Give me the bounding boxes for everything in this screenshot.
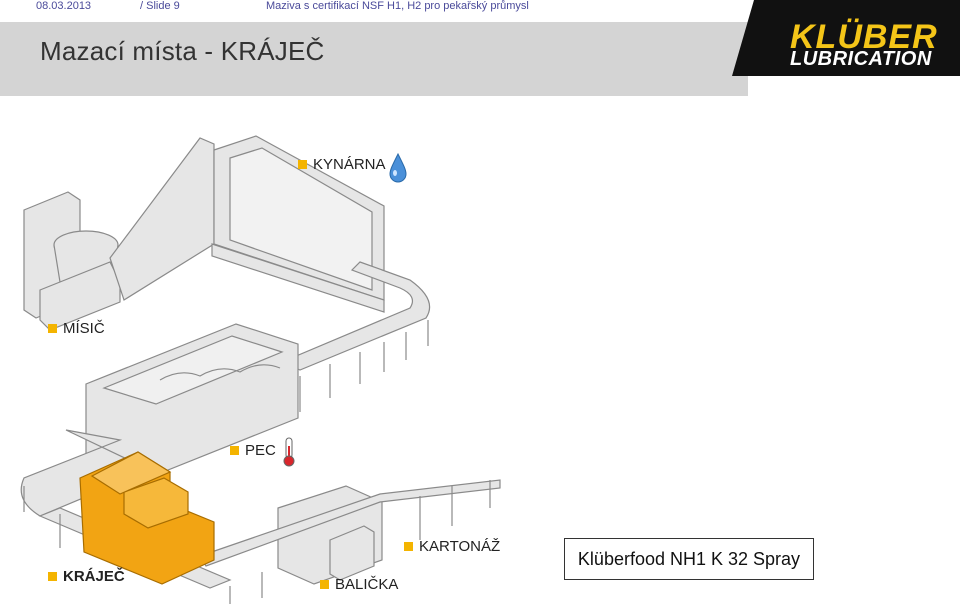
header-background (0, 22, 748, 96)
proofer-machine (109, 135, 385, 313)
label-krajec: KRÁJEČ (48, 568, 125, 585)
label-kartonaz: KARTONÁŽ (404, 538, 500, 555)
header: Mazací místa - KRÁJEČ (0, 22, 960, 98)
packing-machine (199, 479, 501, 585)
mixer-machine (23, 191, 121, 331)
lubrication-logo: LUBRICATION (790, 48, 932, 70)
thermometer-icon (283, 437, 295, 467)
label-kartonaz-text: KARTONÁŽ (419, 538, 501, 555)
label-misic: MÍSIČ (48, 320, 105, 337)
slide-number: / Slide 9 (140, 0, 180, 12)
marker-icon (298, 160, 307, 169)
label-kynarna-text: KYNÁRNA (313, 156, 386, 173)
label-pec-text: PEC (245, 442, 276, 459)
marker-icon (320, 580, 329, 589)
water-drop-icon (389, 152, 407, 183)
marker-icon (48, 324, 57, 333)
product-name-box: Klüberfood NH1 K 32 Spray (564, 538, 814, 580)
oven-machine (85, 323, 299, 479)
label-kynarna: KYNÁRNA (298, 156, 386, 173)
marker-icon (48, 572, 57, 581)
label-krajec-text: KRÁJEČ (63, 568, 125, 585)
slicer-machine-highlight (79, 451, 215, 585)
label-balicka: BALIČKA (320, 576, 398, 593)
presentation-subtitle: Maziva s certifikací NSF H1, H2 pro peka… (266, 0, 529, 12)
logo-background (732, 0, 960, 76)
marker-icon (230, 446, 239, 455)
page-title: Mazací místa - KRÁJEČ (40, 36, 325, 66)
label-misic-text: MÍSIČ (63, 320, 105, 337)
label-balicka-text: BALIČKA (335, 576, 399, 593)
kluber-logo: KLÜBER (790, 18, 938, 56)
marker-icon (404, 542, 413, 551)
top-bar: 08.03.2013 / Slide 9 Maziva s certifikac… (0, 0, 960, 14)
date-text: 08.03.2013 (36, 0, 92, 12)
label-pec: PEC (230, 442, 276, 459)
